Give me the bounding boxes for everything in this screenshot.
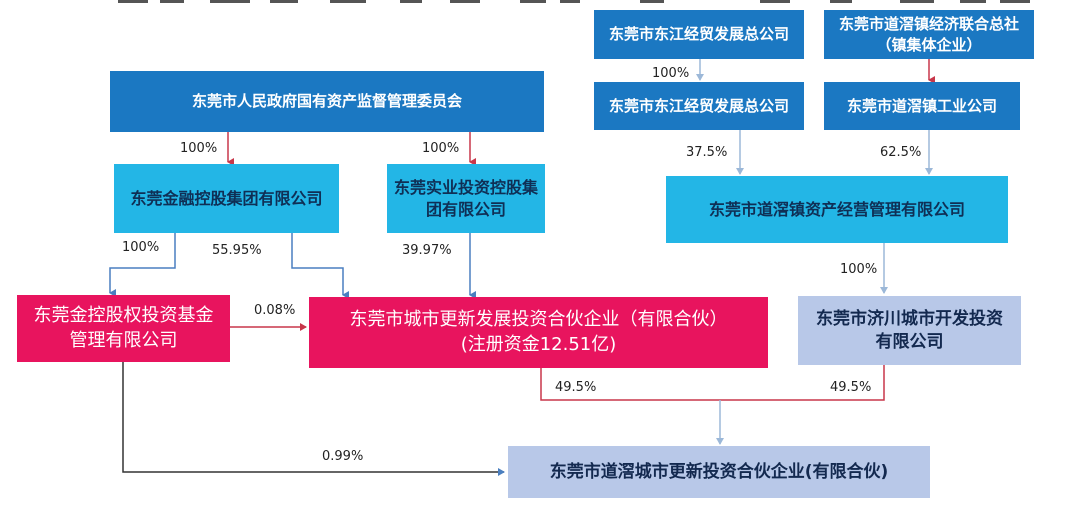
edge-financial-renewal	[291, 233, 349, 299]
entity-label: 东莞市人民政府国有资产监督管理委员会	[191, 92, 462, 111]
entity-label: 东莞市道滘镇工业公司	[846, 96, 997, 115]
pct-financial-fund: 100%	[122, 240, 160, 255]
entity-label: 东莞市道滘城市更新投资合伙企业(有限合伙)	[549, 461, 889, 482]
entity-daojiao-partnership: 东莞市道滘城市更新投资合伙企业(有限合伙)	[508, 446, 930, 498]
entity-label: 东莞市道滘镇经济联合总社（镇集体企业）	[838, 15, 1019, 54]
cropped-top-text	[0, 0, 1080, 5]
entity-industrial-investment: 东莞实业投资控股集团有限公司	[387, 164, 545, 233]
entity-financial-holding: 东莞金融控股集团有限公司	[114, 164, 339, 233]
entity-label: 东莞市东江经贸发展总公司	[608, 96, 789, 115]
entity-label: 东莞市道滘镇资产经营管理有限公司	[708, 199, 965, 219]
edge-merge-line	[540, 365, 885, 401]
entity-jinkong-fund: 东莞金控股权投资基金管理有限公司	[17, 295, 230, 362]
pct-jichuan-partnership: 49.5%	[830, 380, 872, 395]
entity-label: 东莞实业投资控股集团有限公司	[393, 177, 538, 219]
entity-label: 东莞金控股权投资基金管理有限公司	[33, 305, 214, 351]
pct-financial-renewal: 55.95%	[212, 243, 262, 258]
pct-renewal-partnership: 49.5%	[555, 380, 597, 395]
entity-urban-renewal: 东莞市城市更新发展投资合伙企业（有限合伙） (注册资金12.51亿)	[309, 297, 768, 368]
entity-dongjiang-second: 东莞市东江经贸发展总公司	[594, 82, 804, 130]
entity-daojiao-industry: 东莞市道滘镇工业公司	[824, 82, 1020, 130]
edge-fund-partnership	[122, 362, 505, 476]
pct-asset-jichuan: 100%	[840, 262, 878, 277]
entity-dongjiang-top: 东莞市东江经贸发展总公司	[594, 10, 804, 59]
entity-label: 东莞市东江经贸发展总公司	[608, 25, 789, 44]
entity-capital-label: (注册资金12.51亿)	[460, 333, 617, 355]
pct-industry-asset: 62.5%	[880, 145, 922, 160]
entity-label: 东莞金融控股集团有限公司	[130, 188, 323, 208]
entity-label: 东莞市城市更新发展投资合伙企业（有限合伙）	[349, 309, 728, 331]
pct-sasac-industrial: 100%	[422, 141, 460, 156]
entity-sasac: 东莞市人民政府国有资产监督管理委员会	[110, 71, 544, 132]
pct-sasac-financial: 100%	[180, 141, 218, 156]
entity-label: 东莞市济川城市开发投资有限公司	[816, 308, 1003, 352]
pct-dongjiang-second: 100%	[652, 66, 690, 81]
entity-daojiao-asset: 东莞市道滘镇资产经营管理有限公司	[666, 176, 1008, 243]
pct-fund-renewal: 0.08%	[254, 303, 296, 318]
entity-daojiao-union: 东莞市道滘镇经济联合总社（镇集体企业）	[824, 10, 1034, 59]
entity-jichuan: 东莞市济川城市开发投资有限公司	[798, 296, 1021, 365]
edge-financial-fund	[109, 233, 176, 297]
pct-dongjiang-asset: 37.5%	[686, 145, 728, 160]
pct-industrial-renewal: 39.97%	[402, 243, 452, 258]
pct-fund-partnership: 0.99%	[322, 449, 364, 464]
